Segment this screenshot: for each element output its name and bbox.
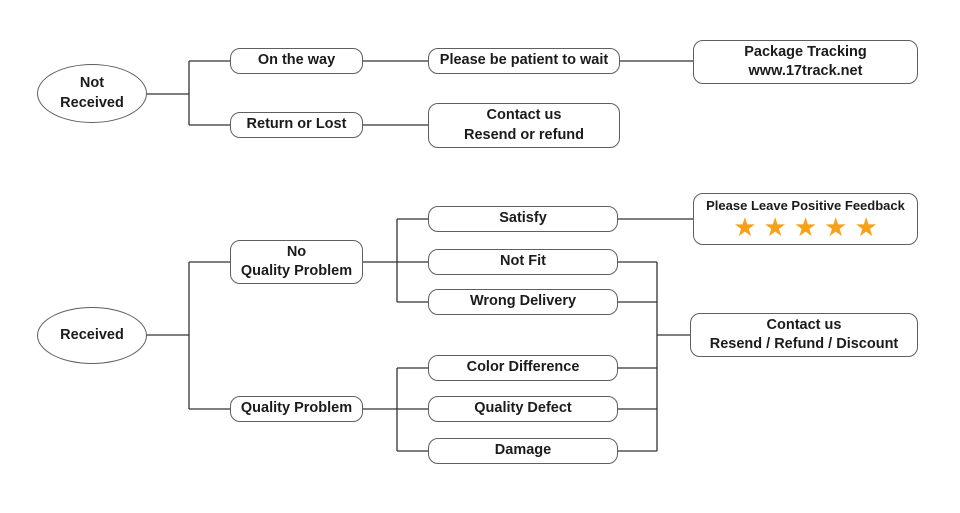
node-contact-resend-refund-discount: Contact us Resend / Refund / Discount <box>690 313 918 357</box>
node-color-difference: Color Difference <box>428 355 618 381</box>
node-no-quality-problem: No Quality Problem <box>230 240 363 284</box>
node-please-be-patient-label: Please be patient to wait <box>439 52 609 69</box>
node-quality-defect: Quality Defect <box>428 396 618 422</box>
node-damage-label: Damage <box>494 442 552 459</box>
node-quality-problem-label: Quality Problem <box>240 400 353 417</box>
node-satisfy-label: Satisfy <box>499 210 547 227</box>
node-wrong-delivery-label: Wrong Delivery <box>469 293 577 310</box>
node-not-received: Not Received <box>37 64 147 123</box>
node-package-tracking-label: Package Tracking www.17track.net <box>744 43 867 79</box>
node-contact-resend-refund-label: Contact us Resend or refund <box>463 107 585 143</box>
node-package-tracking: Package Tracking www.17track.net <box>693 40 918 84</box>
node-no-quality-problem-label: No Quality Problem <box>240 243 353 279</box>
node-on-the-way: On the way <box>230 48 363 74</box>
node-wrong-delivery: Wrong Delivery <box>428 289 618 315</box>
node-damage: Damage <box>428 438 618 464</box>
node-received: Received <box>37 307 147 364</box>
node-contact-resend-refund-discount-label: Contact us Resend / Refund / Discount <box>709 316 899 352</box>
node-quality-defect-label: Quality Defect <box>474 400 572 417</box>
node-positive-feedback: Please Leave Positive Feedback ★★★★★ <box>693 193 918 245</box>
node-received-label: Received <box>60 326 124 343</box>
five-star-rating-icon: ★★★★★ <box>733 213 885 244</box>
connector-path <box>147 60 693 452</box>
node-contact-resend-refund: Contact us Resend or refund <box>428 103 620 148</box>
node-not-received-label: Not Received <box>60 75 124 111</box>
node-return-or-lost: Return or Lost <box>230 112 363 138</box>
node-return-or-lost-label: Return or Lost <box>246 116 347 133</box>
node-satisfy: Satisfy <box>428 206 618 232</box>
node-color-difference-label: Color Difference <box>466 359 580 376</box>
node-quality-problem: Quality Problem <box>230 396 363 422</box>
node-positive-feedback-label: Please Leave Positive Feedback <box>706 197 905 213</box>
node-not-fit: Not Fit <box>428 249 618 275</box>
node-not-fit-label: Not Fit <box>500 253 546 270</box>
node-please-be-patient: Please be patient to wait <box>428 48 620 74</box>
node-on-the-way-label: On the way <box>257 52 336 69</box>
